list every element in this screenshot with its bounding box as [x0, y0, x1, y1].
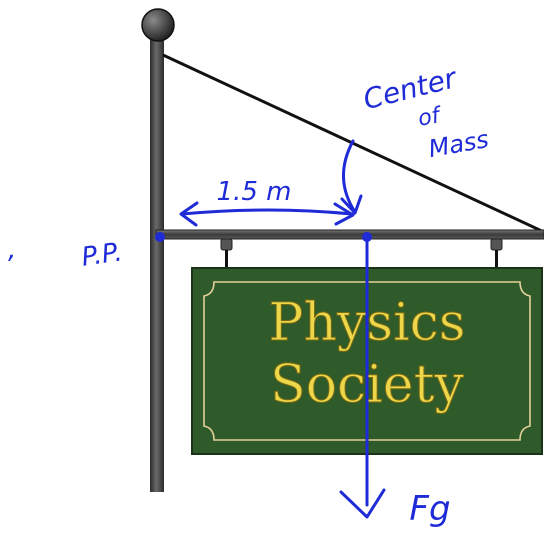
center-of-mass-pointer: [342, 139, 357, 214]
center-of-mass-label-line3: Mass: [426, 125, 490, 163]
right-hanger: [490, 238, 503, 268]
distance-label: 1.5 m: [217, 177, 292, 207]
distance-arrow: [180, 208, 354, 216]
pole-cap: [141, 8, 175, 42]
gravity-force-label: Fg: [409, 489, 450, 529]
sign-border-inlay: [203, 281, 531, 441]
pivot-point-dot: [155, 232, 165, 242]
support-cable: [162, 53, 544, 234]
center-of-mass-pointer-head: [340, 194, 363, 215]
center-of-mass-label-line1: Center: [360, 61, 461, 116]
pivot-point-label: P.P.: [80, 237, 125, 272]
center-of-mass-label-line2: of: [416, 103, 444, 132]
distance-arrow-left-head: [179, 201, 199, 227]
stray-mark: ,: [8, 235, 16, 265]
left-hanger: [220, 238, 233, 268]
horizontal-arm: [155, 229, 544, 240]
pole: [150, 36, 164, 492]
distance-arrow-right-head: [333, 202, 355, 226]
gravity-arrowhead: [339, 488, 386, 519]
